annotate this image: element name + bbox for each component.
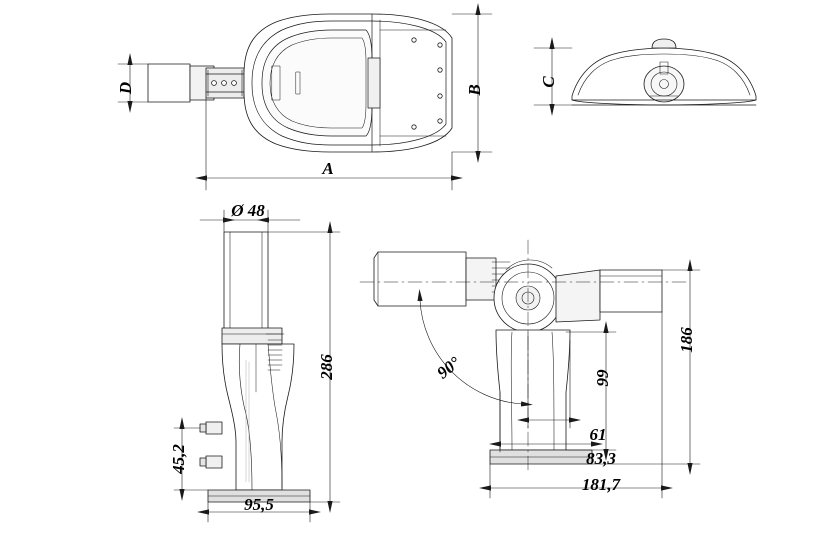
dim-label-D: D: [116, 82, 135, 95]
dim-label-186: 186: [677, 327, 696, 353]
dim-label-A: A: [321, 159, 333, 178]
dim-label-C: C: [539, 76, 558, 88]
end-view-geometry: [571, 38, 757, 106]
dim-label-286: 286: [317, 354, 336, 381]
side-view-dimensions: [173, 209, 341, 523]
dim-label-B: B: [465, 84, 484, 96]
dim-label-99: 99: [593, 369, 612, 387]
bracket-view-dimensions: [417, 259, 701, 499]
end-view-dimensions: [533, 37, 573, 116]
dim-label-diameter: Ø 48: [230, 201, 265, 220]
dim-label-95-5: 95,5: [244, 495, 274, 514]
dim-label-90-deg: 90°: [433, 353, 464, 383]
dim-label-61: 61: [590, 425, 607, 444]
top-view-geometry: [147, 13, 453, 153]
top-view-dimensions: [117, 3, 493, 191]
dim-label-83-3: 83,3: [586, 449, 616, 468]
dim-label-45-2: 45,2: [169, 444, 188, 475]
bracket-view-geometry: [359, 239, 691, 471]
side-view-geometry: [199, 231, 311, 503]
dim-label-181-7: 181,7: [582, 475, 622, 494]
